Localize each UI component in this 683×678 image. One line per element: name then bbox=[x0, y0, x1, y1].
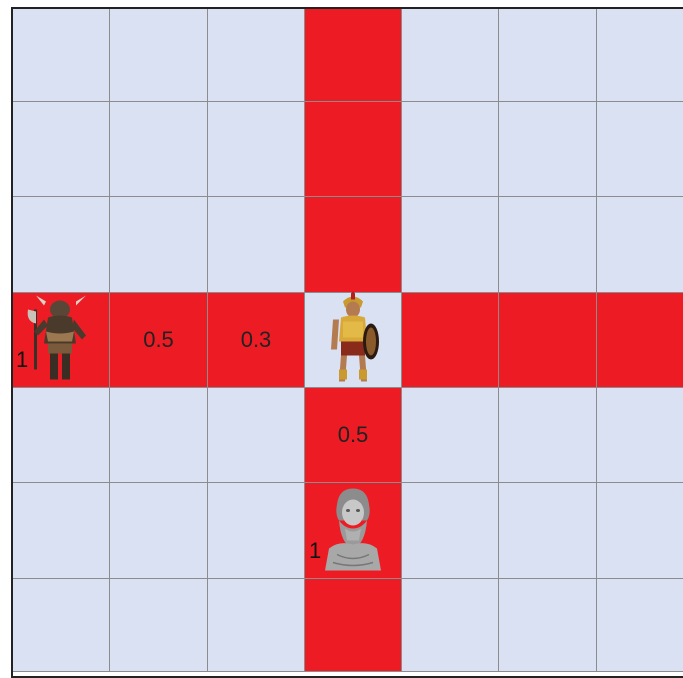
board-cell[interactable] bbox=[11, 482, 110, 579]
board-cell[interactable] bbox=[207, 578, 305, 672]
board-cell[interactable] bbox=[109, 387, 208, 483]
board-cell[interactable] bbox=[596, 482, 683, 579]
board-cell[interactable] bbox=[498, 101, 597, 197]
board-cell[interactable] bbox=[207, 101, 305, 197]
board-cell[interactable] bbox=[207, 7, 305, 102]
board-cell[interactable] bbox=[207, 387, 305, 483]
board-cell[interactable]: 0.3 bbox=[207, 292, 305, 388]
board-cell[interactable] bbox=[401, 387, 499, 483]
board-cell[interactable] bbox=[401, 7, 499, 102]
board-cell[interactable] bbox=[596, 578, 683, 672]
board-cell[interactable] bbox=[498, 387, 597, 483]
board-cell[interactable] bbox=[109, 101, 208, 197]
board-cell[interactable] bbox=[109, 482, 208, 579]
piece-count-label: 1 bbox=[309, 538, 321, 564]
board-cell[interactable] bbox=[596, 196, 683, 293]
board-cell[interactable]: 0.5 bbox=[109, 292, 208, 388]
board-cell[interactable] bbox=[11, 7, 110, 102]
minotaur-warrior-icon[interactable] bbox=[26, 292, 96, 389]
board-cell[interactable] bbox=[304, 578, 402, 672]
board-cell[interactable] bbox=[401, 482, 499, 579]
board-cell[interactable] bbox=[596, 387, 683, 483]
board-cell[interactable] bbox=[401, 292, 499, 388]
board-cell[interactable] bbox=[498, 196, 597, 293]
board-cell[interactable] bbox=[109, 196, 208, 293]
board-cell[interactable] bbox=[11, 196, 110, 293]
greek-hero-icon[interactable] bbox=[325, 292, 381, 389]
board-cell[interactable] bbox=[304, 101, 402, 197]
board-cell[interactable] bbox=[596, 101, 683, 197]
piece-count-label: 1 bbox=[16, 347, 28, 373]
board-cell[interactable] bbox=[596, 292, 683, 388]
board-cell[interactable] bbox=[207, 196, 305, 293]
board-cell[interactable] bbox=[498, 578, 597, 672]
board-cell[interactable] bbox=[498, 292, 597, 388]
board-cell[interactable]: 1 bbox=[304, 482, 402, 579]
board-cell[interactable] bbox=[401, 101, 499, 197]
board-cell[interactable] bbox=[304, 7, 402, 102]
board-cell[interactable] bbox=[11, 101, 110, 197]
board-cell[interactable] bbox=[11, 387, 110, 483]
board-cell[interactable]: 1 bbox=[11, 292, 110, 388]
board-cell[interactable] bbox=[401, 196, 499, 293]
cell-value: 0.3 bbox=[208, 327, 304, 353]
board-cell[interactable]: 0.5 bbox=[304, 387, 402, 483]
board-cell[interactable] bbox=[109, 578, 208, 672]
board-cell[interactable] bbox=[596, 7, 683, 102]
zeus-bust-icon[interactable] bbox=[323, 484, 383, 577]
cell-value: 0.5 bbox=[110, 327, 207, 353]
board-cell[interactable] bbox=[304, 196, 402, 293]
board-cell[interactable] bbox=[11, 578, 110, 672]
cell-value: 0.5 bbox=[305, 422, 401, 448]
board-cell[interactable] bbox=[207, 482, 305, 579]
board-cell[interactable] bbox=[498, 482, 597, 579]
board-cell[interactable] bbox=[498, 7, 597, 102]
board-cell[interactable] bbox=[109, 7, 208, 102]
board-cell[interactable] bbox=[304, 292, 402, 388]
board-cell[interactable] bbox=[401, 578, 499, 672]
